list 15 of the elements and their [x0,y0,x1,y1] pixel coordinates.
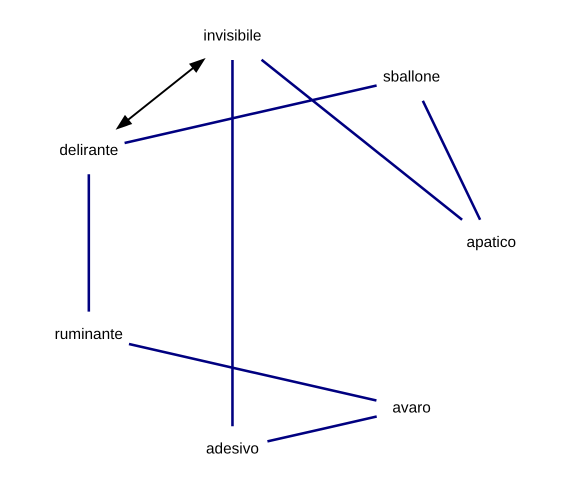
connector [128,342,377,402]
connector [422,100,482,220]
arrow [116,58,206,130]
connector [124,84,377,144]
node-text: avaro [392,400,431,417]
node-text: invisibile [203,28,262,45]
node-text: delirante [59,142,118,160]
node-text: adesivo [206,440,259,458]
connector [267,415,377,443]
connector [260,58,463,221]
node-text: apatico [466,234,516,251]
node-text: ruminante [54,326,123,343]
connector [88,174,90,312]
connector [231,60,234,426]
node-text: sballone [382,68,440,86]
